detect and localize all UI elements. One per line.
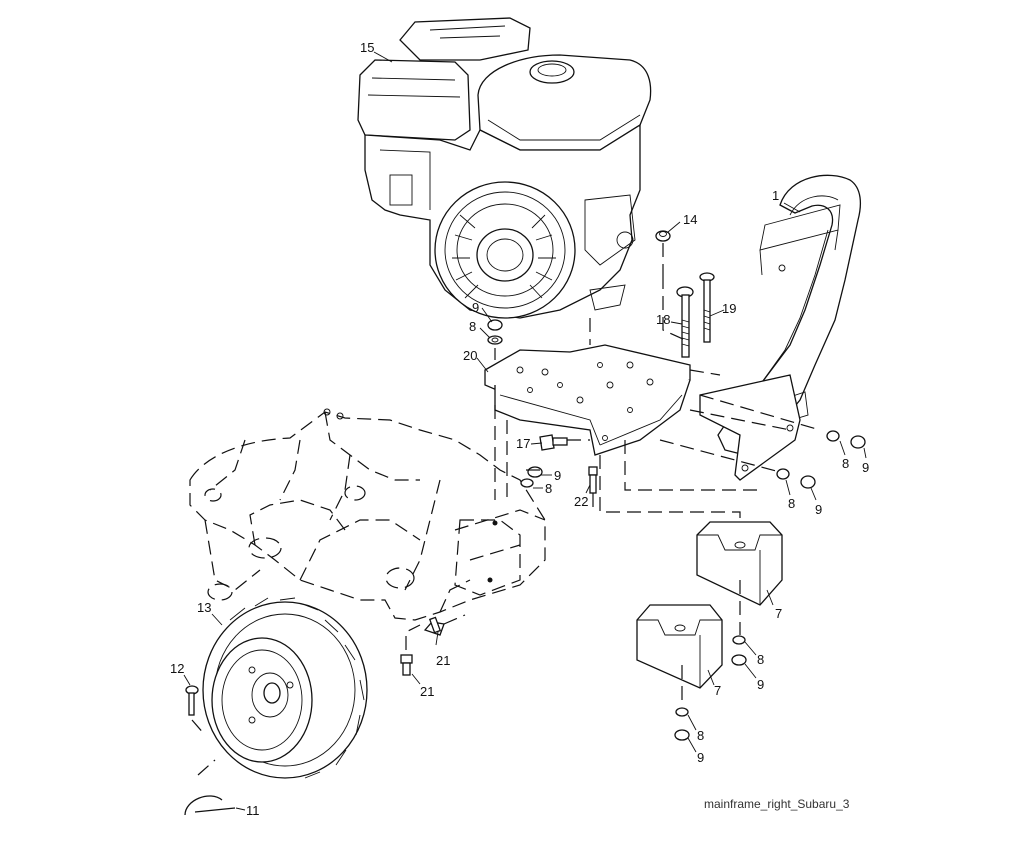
engine: [357, 17, 652, 319]
weight-fasteners: [674, 635, 747, 741]
callout-9-weight-a: 9: [757, 677, 764, 692]
callout-17: 17: [516, 436, 530, 451]
diagram-caption: mainframe_right_Subaru_3: [704, 797, 850, 811]
callout-9-weight-b: 9: [697, 750, 704, 765]
callout-12: 12: [170, 661, 184, 676]
callout-9-right-b: 9: [815, 502, 822, 517]
washer-nut-top: [487, 319, 503, 345]
callout-13: 13: [197, 600, 211, 615]
callout-18: 18: [656, 312, 670, 327]
callout-8-mid: 8: [545, 481, 552, 496]
callout-7-lower: 7: [714, 683, 721, 698]
pin-12: [185, 685, 206, 736]
callout-20: 20: [463, 348, 477, 363]
callout-15: 15: [360, 40, 374, 55]
right-fasteners: [776, 430, 866, 489]
callout-21-a: 21: [436, 653, 450, 668]
callout-14: 14: [683, 212, 697, 227]
callout-11: 11: [246, 803, 260, 818]
callout-7-upper: 7: [775, 606, 782, 621]
frame-plate: [484, 344, 691, 456]
clip-11: [184, 759, 236, 816]
weight-upper: [696, 521, 783, 606]
tiller-frame-outline: [189, 408, 546, 621]
callout-labels: 15 1 14 18 19 9 8 20 17 9 8 22 8 9 8 9 7…: [170, 40, 869, 818]
callout-9-right-a: 9: [862, 460, 869, 475]
leader-lines: [183, 51, 867, 811]
callout-8-top: 8: [469, 319, 476, 334]
callout-9-mid: 9: [554, 468, 561, 483]
callout-1: 1: [772, 188, 779, 203]
callout-8-weight-b: 8: [697, 728, 704, 743]
bolt-17: [539, 434, 568, 451]
callout-19: 19: [722, 301, 736, 316]
callout-8-right-b: 8: [788, 496, 795, 511]
wheel: [202, 597, 368, 779]
bolts-21: [400, 616, 445, 676]
bolt-19: [699, 272, 715, 343]
callout-22: 22: [574, 494, 588, 509]
handle-bar: [699, 174, 862, 481]
assembly-lines: [443, 275, 821, 707]
callout-8-right-a: 8: [842, 456, 849, 471]
weight-lower: [636, 604, 723, 689]
callout-8-weight-a: 8: [757, 652, 764, 667]
bolt-22: [588, 466, 598, 494]
callout-21-b: 21: [420, 684, 434, 699]
bolt-18: [676, 286, 694, 358]
nut-14: [655, 230, 671, 275]
callout-9-top: 9: [472, 300, 479, 315]
